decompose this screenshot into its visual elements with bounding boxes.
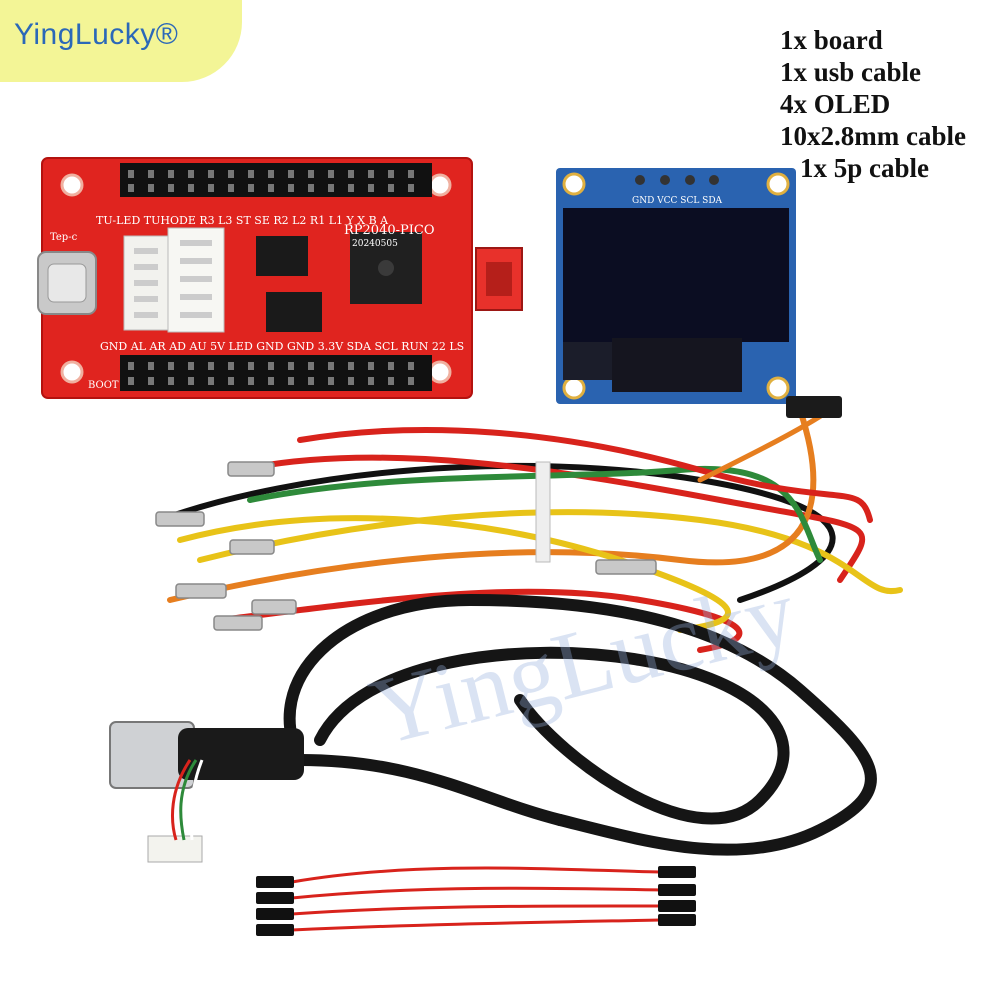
regulator-chip bbox=[256, 236, 308, 276]
contents-item-usb-cable: 1x usb cable bbox=[780, 57, 922, 87]
usb-cable bbox=[283, 593, 877, 856]
port-label: Tep-c bbox=[50, 232, 78, 243]
wire-harness bbox=[157, 407, 903, 653]
oled-pins-label: GND VCC SCL SDA bbox=[632, 196, 723, 206]
eeprom-chip bbox=[266, 292, 322, 332]
contents-item-board: 1x board bbox=[780, 25, 883, 55]
jumper-pin-headers bbox=[256, 866, 696, 936]
dupont-connector bbox=[786, 396, 842, 418]
board-model-label: RP2040-PICO bbox=[344, 223, 435, 238]
5p-connector bbox=[147, 835, 203, 863]
oled-module: GND VCC SCL SDA bbox=[556, 168, 796, 404]
board-date-label: 20240505 bbox=[352, 239, 398, 249]
jumper-wires bbox=[291, 866, 661, 932]
bottom-pins-label: GND AL AR AD AU 5V LED GND GND 3.3V SDA … bbox=[100, 340, 464, 353]
contents-item-5p-cable: 1x 5p cable bbox=[800, 153, 930, 183]
brand-logo: YingLucky® bbox=[14, 18, 179, 51]
controller-board: TU-LED TUHODE R3 L3 ST SE R2 L2 R1 L1 Y … bbox=[37, 157, 523, 399]
contents-item-oled: 4x OLED bbox=[780, 89, 891, 119]
top-pins-label: TU-LED TUHODE R3 L3 ST SE R2 L2 R1 L1 Y … bbox=[96, 214, 389, 227]
brand-badge: YingLucky® bbox=[0, 0, 242, 82]
usb-plug-housing bbox=[178, 728, 304, 780]
spade-terminals bbox=[155, 461, 657, 631]
contents-item-2-8mm-cable: 10x2.8mm cable bbox=[780, 121, 966, 151]
boot-label: BOOT bbox=[88, 380, 119, 391]
oled-screen bbox=[563, 208, 789, 342]
power-label: +5V bbox=[490, 316, 513, 327]
package-contents-list: 1x board 1x usb cable 4x OLED 10x2.8mm c… bbox=[780, 24, 966, 184]
cable-tie bbox=[535, 461, 551, 563]
